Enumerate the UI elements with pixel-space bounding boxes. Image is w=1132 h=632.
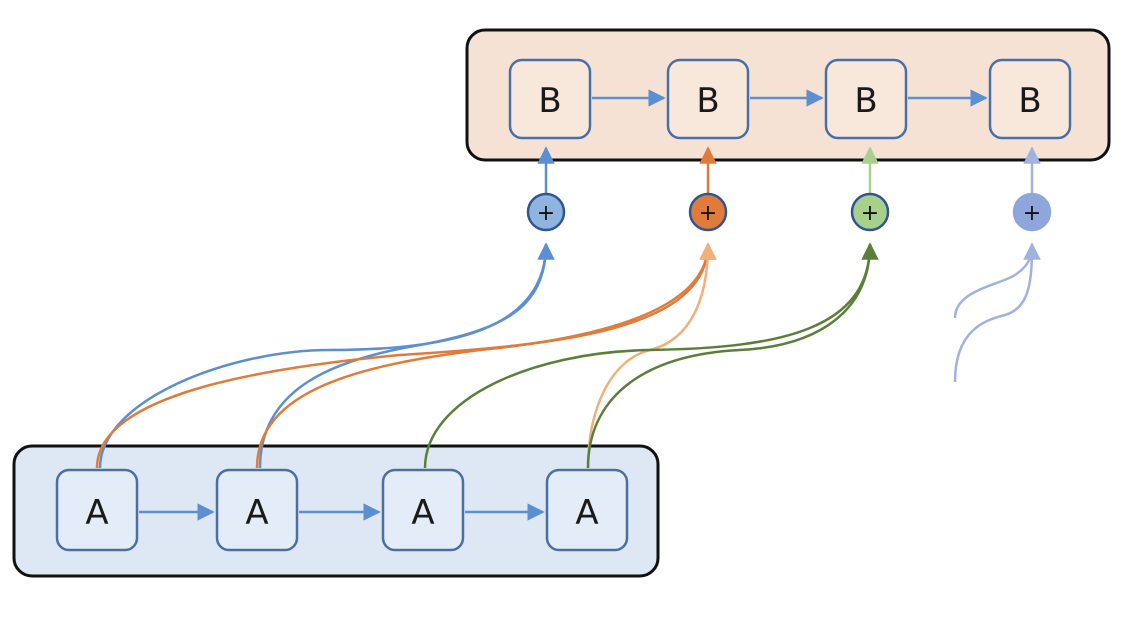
decoder-node-2: B <box>666 58 750 140</box>
attention-curve-blue <box>98 243 548 469</box>
encoder-node-4: A <box>545 468 629 552</box>
plus-symbol: + <box>1023 201 1041 226</box>
encoder-node-label: A <box>411 493 434 533</box>
decoder-node-4: B <box>988 58 1072 140</box>
decoder-node-label: B <box>538 81 561 121</box>
encoder-node-label: A <box>85 493 108 533</box>
adder-1: + <box>526 192 566 232</box>
decoder-panel <box>465 28 1111 162</box>
attention-curve-orange <box>95 243 710 469</box>
adder-3: + <box>850 192 890 232</box>
adder-4: + <box>1012 192 1052 232</box>
encoder-node-label: A <box>245 493 268 533</box>
attention-curve-green <box>586 242 879 469</box>
attention-curve-blue <box>258 242 555 469</box>
plus-symbol: + <box>699 201 717 226</box>
encoder-node-label: A <box>575 493 598 533</box>
encoder-node-2: A <box>215 468 299 552</box>
encoder-node-3: A <box>381 468 465 552</box>
plus-symbol: + <box>537 201 555 226</box>
adder-2: + <box>688 192 728 232</box>
decoder-node-1: B <box>508 58 592 140</box>
encoder-node-1: A <box>55 468 139 552</box>
attention-curve-light-blue <box>953 242 1041 383</box>
decoder-node-label: B <box>1018 81 1041 121</box>
attention-curve-green <box>423 243 872 469</box>
plus-symbol: + <box>861 201 879 226</box>
decoder-node-label: B <box>854 81 877 121</box>
decoder-node-3: B <box>824 58 908 140</box>
attention-curve-orange <box>255 242 717 469</box>
decoder-node-label: B <box>696 81 719 121</box>
